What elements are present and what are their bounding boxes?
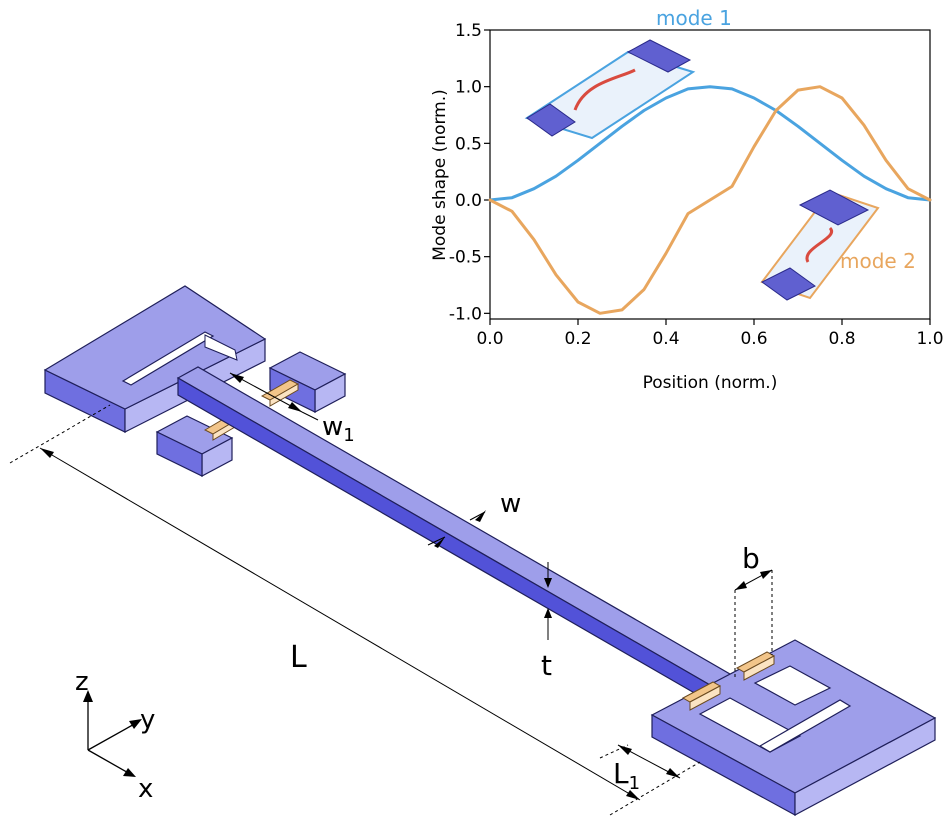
x-tick-label: 0.8 (828, 329, 855, 349)
inset-mode-shape-chart: 0.0 0.2 0.4 0.6 0.8 1.0 1.5 1.0 0.5 0.0 -0.5 -1.0 m… (430, 6, 944, 393)
mode-2-inset (760, 189, 880, 301)
label-w1: w1 (322, 412, 355, 446)
legend-mode-2: mode 2 (840, 249, 916, 273)
main-beam (176, 366, 784, 734)
x-tick-label: 0.6 (740, 329, 767, 349)
axis-label-x: x (138, 774, 153, 804)
y-tick-label: 0.0 (455, 191, 482, 211)
plot-frame (489, 29, 931, 320)
y-axis-label: Mode shape (norm.) (430, 89, 450, 261)
left-side-pad-lower (155, 415, 234, 477)
label-L: L (290, 640, 307, 675)
x-tick-label: 1.0 (916, 329, 943, 349)
axis-label-z: z (75, 667, 89, 697)
coordinate-axes (83, 690, 142, 777)
label-b: b (742, 542, 760, 575)
x-tick-label: 0.0 (476, 329, 503, 349)
legend-mode-1: mode 1 (656, 6, 732, 30)
right-support-bars (681, 651, 776, 711)
right-anchor-pad (650, 639, 937, 817)
tick-layer: 0.0 0.2 0.4 0.6 0.8 1.0 1.5 1.0 0.5 0.0 -0.5 -1.0 (449, 21, 944, 349)
series-layer (488, 85, 932, 315)
y-tick-label: -0.5 (449, 248, 482, 268)
y-tick-label: 1.0 (455, 78, 482, 98)
y-tick-label: 1.5 (455, 21, 482, 41)
y-tick-label: -1.0 (449, 304, 482, 324)
beam-device-illustration: w1 w b t L L1 z y x (9, 285, 937, 817)
series-line-mode-2 (488, 85, 932, 315)
label-L1: L1 (613, 757, 640, 794)
left-side-pad-upper (268, 351, 347, 413)
dimension-lines (9, 372, 773, 816)
series-line-mode-1 (488, 85, 932, 202)
x-axis-label: Position (norm.) (643, 373, 778, 393)
mode-1-inset (524, 39, 696, 140)
x-tick-label: 0.4 (652, 329, 679, 349)
x-tick-label: 0.2 (564, 329, 591, 349)
y-tick-label: 0.5 (455, 134, 482, 154)
label-t: t (541, 649, 552, 682)
axis-label-y: y (140, 705, 155, 735)
label-w: w (500, 489, 521, 519)
